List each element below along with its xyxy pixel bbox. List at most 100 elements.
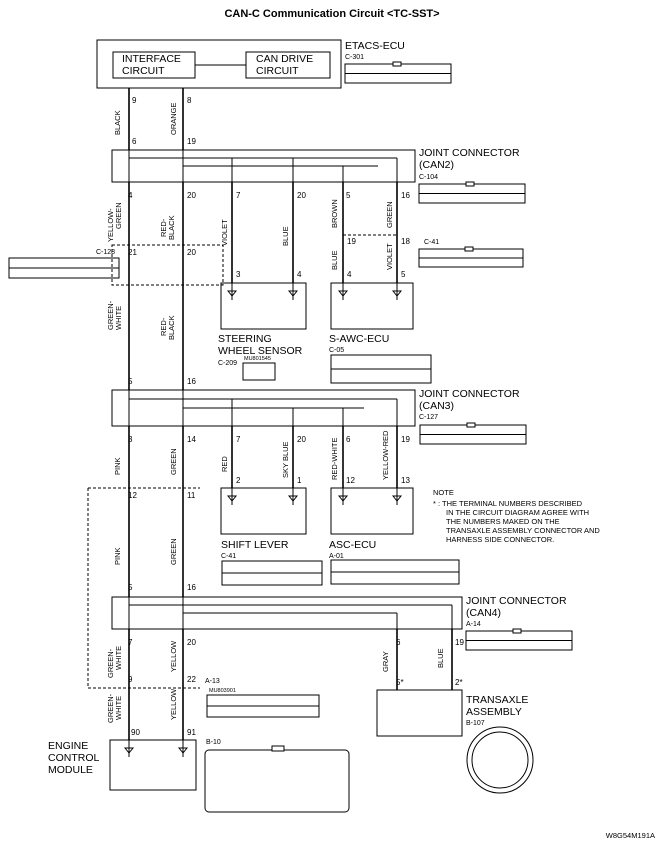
steering-pin-4: 4: [297, 270, 302, 279]
wire-label-green-white-2: WHITE: [114, 306, 123, 330]
joint-connector-can3-code: C-127: [419, 414, 438, 421]
b107-connector-face: [466, 726, 534, 794]
wire-label-yellow: YELLOW: [169, 640, 178, 672]
steering-part-number: MU801545: [244, 356, 271, 362]
diagram-title: CAN-C Communication Circuit <TC-SST>: [224, 8, 439, 20]
wire-label-green-3: GREEN: [169, 538, 178, 565]
joint-connector-can4-label: JOINT CONNECTOR: [466, 595, 567, 607]
joint-connector-can2-label: JOINT CONNECTOR: [419, 147, 520, 159]
ecm-pin-90: 90: [131, 728, 140, 737]
c128-pin-20: 20: [187, 248, 196, 257]
steering-wheel-sensor-label: STEERING: [218, 333, 272, 345]
joint-connector-can4-label-2: (CAN4): [466, 607, 501, 619]
etacs-pin-19: 19: [187, 137, 196, 146]
jc3-pin-19: 19: [401, 435, 410, 444]
wire-label-yellow-2: YELLOW: [169, 688, 178, 720]
shift-lever-label: SHIFT LEVER: [221, 539, 289, 551]
note-line-1: * : THE TERMINAL NUMBERS DESCRIBED: [433, 499, 583, 508]
wire-label-green-white-6: WHITE: [114, 696, 123, 720]
etacs-ecu-label: ETACS-ECU: [345, 40, 405, 52]
transaxle-assembly-box: [376, 689, 463, 737]
transaxle-assembly-label: TRANSAXLE: [466, 694, 528, 706]
jc3-pin-11: 11: [187, 491, 196, 500]
wire-label-red-black-3: RED-: [159, 317, 168, 336]
c41-upper-connector-face: [418, 246, 524, 268]
note-line-3: THE NUMBERS MAKED ON THE: [446, 517, 560, 526]
asc-ecu-label: ASC-ECU: [329, 539, 376, 551]
note-line-4: TRANSAXLE ASSEMBLY CONNECTOR AND: [446, 526, 600, 535]
c128-pin-5: 5: [128, 377, 133, 386]
wire-label-red-white: RED-WHITE: [330, 438, 339, 481]
s-awc-ecu-code: C-05: [329, 347, 344, 354]
wire-label-yellow-red: YELLOW-RED: [381, 430, 390, 480]
wire-label-red: RED: [220, 456, 229, 472]
ecm-pin-91: 91: [187, 728, 196, 737]
s-awc-ecu-box: [330, 282, 414, 330]
sawc-pin-5: 5: [401, 270, 406, 279]
jc3-pin-20: 20: [297, 435, 306, 444]
c128-connector-face: [8, 257, 120, 279]
joint-connector-can3-box: [111, 389, 416, 427]
joint-connector-can4-box: [111, 596, 463, 630]
shift-lever-box: [220, 487, 307, 535]
joint-connector-can4-code: A-14: [466, 621, 481, 628]
a13-connector-face: [206, 694, 320, 718]
jc2-pin-20: 20: [187, 191, 196, 200]
wire-label-blue-2: BLUE: [330, 250, 339, 270]
mid-pin-16: 16: [187, 583, 196, 592]
engine-control-module-box: [109, 739, 197, 791]
wire-label-orange: ORANGE: [169, 102, 178, 135]
engine-control-module-label-3: MODULE: [48, 764, 93, 776]
asc-ecu-box: [330, 487, 414, 535]
steering-code: C-209: [218, 360, 237, 367]
joint-connector-can3-label-2: (CAN3): [419, 400, 454, 412]
wire-label-red-black: RED-: [159, 218, 168, 237]
sawc-connector-face: [330, 354, 432, 384]
wire-label-brown: BROWN: [330, 199, 339, 228]
wire-label-sky-blue: SKY BLUE: [281, 441, 290, 478]
jc2-pin-5: 5: [346, 191, 351, 200]
etacs-pin-9: 9: [132, 96, 137, 105]
mid-pin-5: 5: [128, 583, 133, 592]
transaxle-code: B-107: [466, 720, 485, 727]
c41-code-upper: C-41: [424, 239, 439, 246]
joint-connector-can3-label: JOINT CONNECTOR: [419, 388, 520, 400]
shift-lever-connector-face: [221, 560, 323, 586]
jc4-pin-22: 22: [187, 675, 196, 684]
wire-label-blue-3: BLUE: [436, 648, 445, 668]
engine-control-module-label-2: CONTROL: [48, 752, 99, 764]
note-line-2: IN THE CIRCUIT DIAGRAM AGREE WITH: [446, 508, 589, 517]
footer-code: W8G54M191A: [606, 831, 655, 840]
jc4-pin-19: 19: [455, 638, 464, 647]
jc4-pin-7: 7: [128, 638, 133, 647]
jc3-connector-face: [419, 422, 527, 445]
engine-control-module-label: ENGINE: [48, 740, 88, 752]
etacs-pin-8: 8: [187, 96, 192, 105]
wire-label-green-white-3: GREEN-: [106, 648, 115, 678]
shift-lever-code: C-41: [221, 553, 236, 560]
etacs-pin-6: 6: [132, 137, 137, 146]
c128-dashed-outline: [111, 244, 224, 286]
jc4-pin-20: 20: [187, 638, 196, 647]
asc-ecu-code: A-01: [329, 553, 344, 560]
wire-label-violet: VIOLET: [220, 219, 229, 246]
jc4-pin-2-star: 2*: [455, 678, 463, 687]
ecm-code: B-10: [206, 739, 221, 746]
a13-part-number: MU803901: [209, 688, 236, 694]
jc3-pin-2: 2: [236, 476, 241, 485]
jc3-pin-7: 7: [236, 435, 241, 444]
jc3-pin-3: 3: [128, 435, 133, 444]
jc2-pin-20b: 20: [297, 191, 306, 200]
wire-label-yellow-green: YELLOW-: [106, 208, 115, 242]
jc4-pin-6: 6: [396, 638, 401, 647]
steering-wheel-sensor-box: [220, 282, 307, 330]
jc2-pin-18: 18: [401, 237, 410, 246]
c128-code: C-128: [96, 249, 115, 256]
jc2-pin-16: 16: [401, 191, 410, 200]
jc3-pin-1: 1: [297, 476, 302, 485]
interface-circuit-label: INTERFACE: [122, 53, 181, 65]
wire-label-yellow-green-2: GREEN: [114, 202, 123, 229]
wire-label-pink-2: PINK: [113, 547, 122, 565]
jc3-pin-14: 14: [187, 435, 196, 444]
